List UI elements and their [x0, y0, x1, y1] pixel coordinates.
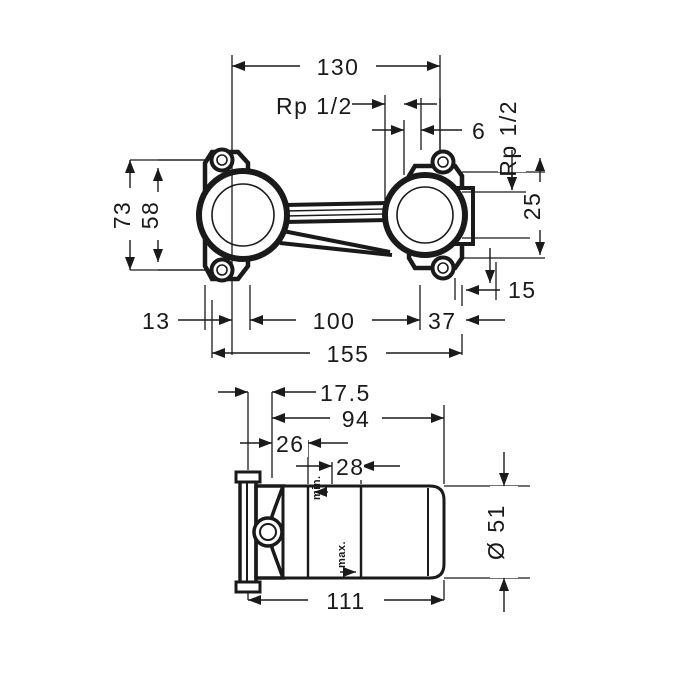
dim-17-5: 17.5: [320, 380, 371, 406]
dim-rp-half-right: Rp 1/2: [495, 100, 521, 177]
dim-28: 28: [336, 454, 365, 480]
dim-25: 25: [519, 192, 545, 221]
dim-rp-half-left: Rp 1/2: [276, 93, 353, 119]
dim-diameter-51: Ø 51: [483, 504, 509, 560]
front-view-dimensions: 130 Rp 1/2 6 Rp 1/2 73 58 25 15: [109, 52, 554, 367]
label-max: max.: [336, 541, 348, 568]
front-view-part: [196, 147, 475, 283]
dim-155: 155: [327, 341, 370, 367]
dim-13: 13: [142, 308, 171, 334]
side-view-dimensions: 17.5 94 26 28 min. max. Ø 51 111: [218, 378, 530, 614]
side-view-part: [234, 470, 446, 594]
dim-37: 37: [428, 308, 457, 334]
label-min: min.: [311, 475, 323, 500]
dim-100: 100: [313, 308, 356, 334]
dim-58: 58: [137, 201, 163, 230]
dim-111: 111: [326, 588, 365, 614]
dim-130: 130: [317, 54, 360, 80]
dim-73: 73: [109, 201, 135, 230]
dim-6: 6: [472, 118, 486, 144]
dim-15: 15: [508, 277, 537, 303]
dim-26: 26: [276, 431, 305, 457]
dim-94: 94: [342, 406, 371, 432]
